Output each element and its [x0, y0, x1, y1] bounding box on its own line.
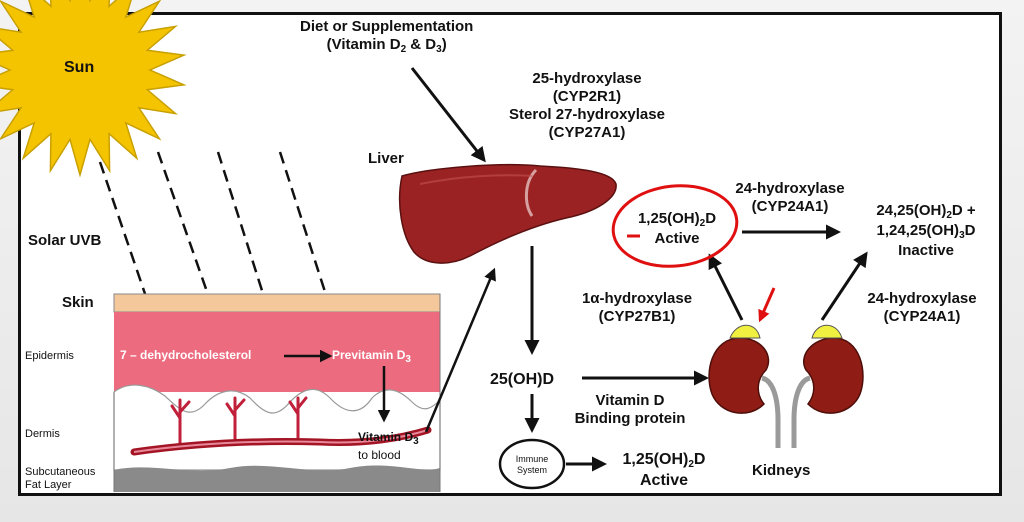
liver-enzymes-label: 25-hydroxylase (CYP2R1) Sterol 27-hydrox… — [492, 70, 682, 142]
hydroxylase-24-right-line1: 24-hydroxylase — [867, 290, 977, 307]
uvb-ray-2 — [156, 151, 215, 309]
subcutaneous-line2: Fat Layer — [25, 479, 72, 492]
binding-protein-line2: Binding protein — [574, 410, 686, 427]
calcidiol-label: 25(OH)D — [490, 371, 555, 388]
binding-protein-line1: Vitamin D — [595, 392, 665, 409]
capillary-3 — [288, 396, 308, 440]
kidneys-label: Kidneys — [752, 462, 811, 479]
liver-label: Liver — [368, 150, 404, 167]
arrow-kidney-to-active — [708, 253, 744, 321]
diet-line2: (Vitamin D2 & D3) — [326, 36, 447, 55]
hydroxylase-24-top-label: 24-hydroxylase (CYP24A1) — [720, 180, 860, 216]
previtamin-label: Previtamin D3 — [332, 348, 411, 365]
one-alpha-line2: (CYP27B1) — [598, 308, 676, 325]
hydroxylase-24-top-line1: 24-hydroxylase — [735, 180, 845, 197]
immune-line2: System — [516, 464, 547, 475]
kidney-right — [803, 337, 864, 414]
immune-line1: Immune — [515, 454, 549, 464]
vitamin-d3-line: Vitamin D3 — [358, 430, 419, 447]
immune-product-line2: Active — [639, 472, 689, 489]
immune-product-line1: 1,25(OH)2D — [622, 451, 706, 470]
precursor-label: 7 – dehydrocholesterol — [120, 348, 252, 362]
uvb-ray-3 — [216, 151, 275, 325]
subcutaneous-layer — [114, 465, 440, 492]
subcutaneous-label: Subcutaneous Fat Layer — [25, 466, 95, 492]
dermis-label: Dermis — [25, 428, 60, 440]
arrow-kidney-to-inactive — [820, 251, 868, 321]
sun-label: Sun — [64, 59, 95, 76]
inactive-line3: Inactive — [898, 242, 954, 259]
ureter-right — [791, 375, 811, 448]
hydroxylase-24-right-label: 24-hydroxylase (CYP24A1) — [852, 290, 992, 326]
diet-line1: Diet or Supplementation — [300, 18, 474, 35]
red-pointer-arrow — [758, 287, 776, 323]
skin-cross-section — [113, 293, 441, 492]
epidermis-layer — [114, 312, 440, 392]
active-highlight-circle — [611, 184, 739, 268]
capillary-1 — [170, 398, 191, 448]
one-alpha-line1: 1α-hydroxylase — [581, 290, 693, 307]
diet-label: Diet or Supplementation (Vitamin D2 & D3… — [300, 18, 473, 56]
inactive-metabolites-label: 24,25(OH)2D + 1,24,25(OH)3D Inactive — [856, 202, 996, 260]
hydroxylase-24-top-line2: (CYP24A1) — [751, 198, 829, 215]
subcutaneous-line1: Subcutaneous — [25, 466, 96, 478]
inactive-line1: 24,25(OH)2D + — [876, 202, 976, 221]
active-line1: 1,25(OH)2D — [637, 210, 717, 229]
hydroxylase-24-right-line2: (CYP24A1) — [883, 308, 961, 325]
to-blood-line: to blood — [358, 448, 401, 462]
adrenal-right — [811, 324, 843, 339]
inactive-line2: 1,24,25(OH)3D — [876, 222, 976, 241]
solar-uvb-label: Solar UVB — [28, 232, 102, 249]
active-line2: Active — [654, 230, 700, 247]
enzyme-cyp2r1: (CYP2R1) — [552, 88, 622, 105]
capillaries — [170, 396, 308, 448]
capillary-2 — [225, 396, 246, 444]
arrow-to-liver — [424, 267, 496, 433]
binding-protein-label: Vitamin D Binding protein — [570, 392, 690, 428]
arrow-diet-to-liver — [410, 67, 486, 163]
epidermis-label: Epidermis — [25, 350, 74, 362]
enzyme-cyp27a1: (CYP27A1) — [548, 124, 626, 141]
skin-top-layer — [113, 293, 441, 313]
one-alpha-hydroxylase-label: 1α-hydroxylase (CYP27B1) — [572, 290, 702, 326]
immune-product-label: 1,25(OH)2D Active — [604, 450, 724, 490]
skin-label: Skin — [62, 294, 94, 311]
active-calcitriol-label: 1,25(OH)2D Active — [622, 210, 732, 248]
kidney-left — [708, 337, 770, 414]
immune-system-label: Immune System — [500, 454, 564, 476]
kidneys-icon — [708, 324, 864, 448]
liver-icon — [398, 164, 617, 264]
adrenal-left — [729, 324, 761, 339]
enzyme-25-hydroxylase: 25-hydroxylase — [532, 70, 642, 87]
vitamin-d3-blood-label: Vitamin D3 to blood — [358, 430, 419, 462]
sun-icon — [0, 0, 187, 178]
enzyme-sterol-27: Sterol 27-hydroxylase — [509, 106, 665, 123]
immune-system-circle — [498, 438, 566, 490]
ureter-left — [761, 375, 781, 448]
